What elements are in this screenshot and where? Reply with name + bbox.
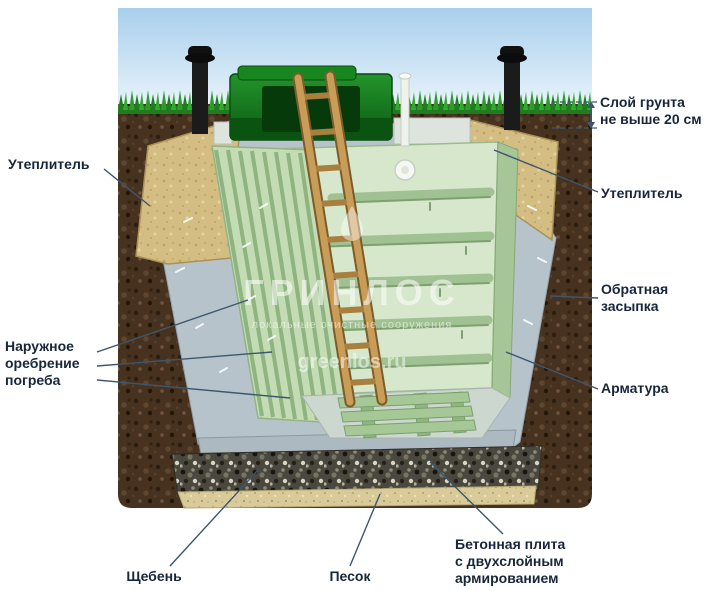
label-rebar: Арматура xyxy=(601,380,669,396)
watermark-site: greenlos.ru xyxy=(298,351,407,373)
drop-icon xyxy=(341,206,363,241)
sand-layer xyxy=(177,485,537,509)
wall-ribs-vertical xyxy=(214,149,351,424)
fastener-ticks xyxy=(175,203,547,373)
socket-ring xyxy=(394,159,416,181)
white-pipe xyxy=(398,72,412,147)
watermark-tagline: локальные очистные сооружения xyxy=(252,319,453,331)
label-gravel: Щебень xyxy=(126,568,182,584)
measure-arrow-20cm xyxy=(552,101,600,129)
vent-pipe-left xyxy=(185,46,215,134)
vent-pipe-right xyxy=(497,46,527,130)
gravel-layer xyxy=(171,445,543,497)
label-sand: Песок xyxy=(329,568,371,584)
label-ribbing: Наружное оребрение погреба xyxy=(5,338,80,389)
label-backfill: Обратная засыпка xyxy=(601,281,669,315)
base-plate xyxy=(337,391,477,439)
leader-lines xyxy=(96,149,599,567)
access-ladder xyxy=(292,70,388,408)
label-soil-layer: Слой грунта не выше 20 см xyxy=(600,94,702,128)
label-insulation-left: Утеплитель xyxy=(8,156,90,172)
watermark-brand: ГРИНЛОС xyxy=(243,272,461,313)
label-insulation-right: Утеплитель xyxy=(601,185,683,201)
watermark: ГРИНЛОС локальные очистные сооружения gr… xyxy=(243,206,461,373)
label-slab: Бетонная плита с двухслойным армирование… xyxy=(455,536,566,587)
